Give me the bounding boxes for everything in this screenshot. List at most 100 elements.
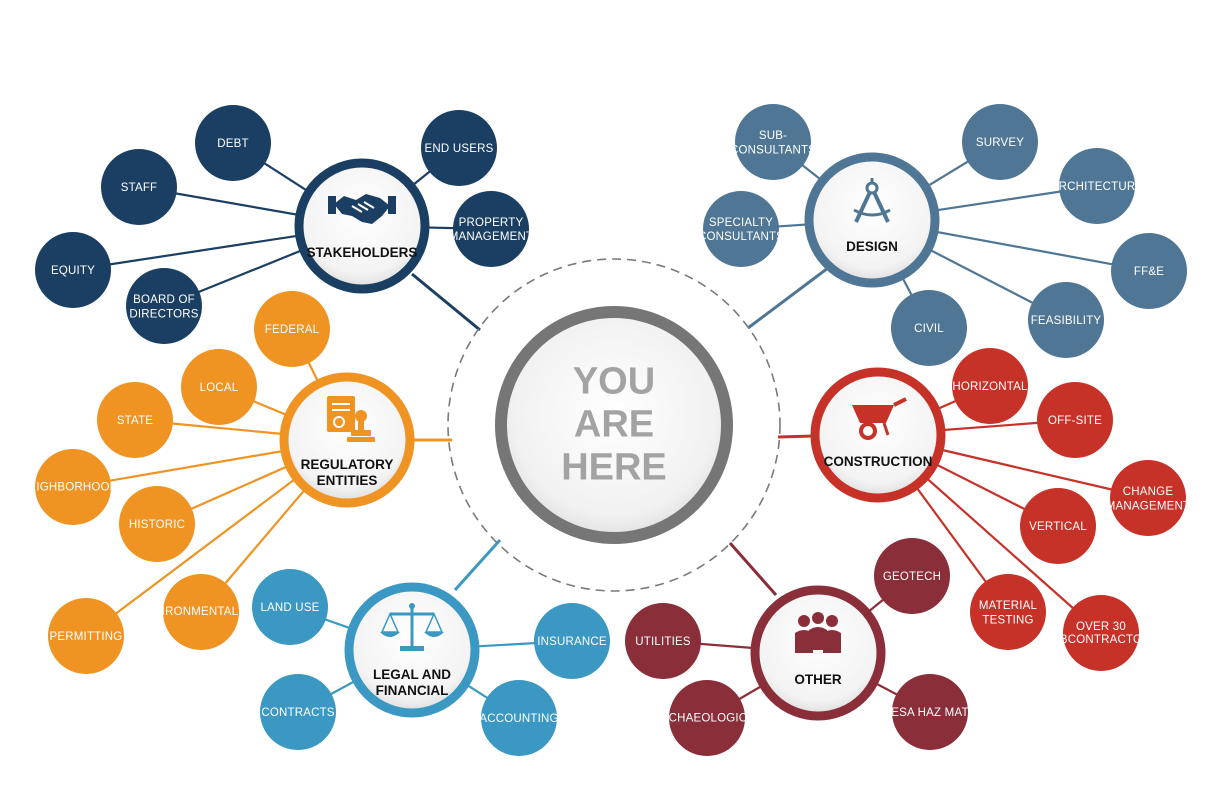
other-node-label: ESA HAZ MAT [891, 707, 968, 719]
construction-node-label: MATERIAL [979, 600, 1038, 612]
stakeholders-node-label: DIRECTORS [129, 308, 198, 320]
construction-node-circle [1020, 488, 1096, 564]
design-node-circle [962, 104, 1038, 180]
design-node-circle [891, 290, 967, 366]
regulatory-node: ENVIRONMENTALISTS [137, 574, 264, 650]
legal-node: CONTRACTS [260, 674, 336, 750]
regulatory-node-circle [254, 291, 330, 367]
stakeholders-node-circle [126, 268, 202, 344]
regulatory-node-circle [48, 598, 124, 674]
construction-node-label: VERTICAL [1029, 521, 1087, 533]
legal-node-label: LAND USE [260, 602, 319, 614]
design-node-circle [1059, 148, 1135, 224]
legal-node: ACCOUNTING [479, 680, 558, 756]
legal-node: LAND USE [252, 569, 328, 645]
other-node: ESA HAZ MAT [891, 674, 968, 750]
construction-node-circle [1037, 382, 1113, 458]
construction-node-label: OFF-SITE [1048, 415, 1102, 427]
design-hub-circle [804, 152, 940, 288]
dashed-boundary-ring [447, 258, 781, 592]
regulatory-hub-label: REGULATORY [301, 457, 394, 472]
satellite-nodes: DEBT STAFF EQUITY BOARD OF DIRECTORS END USER… [20, 104, 1190, 756]
legal-node-circle [260, 674, 336, 750]
stakeholders-node: END USERS [421, 110, 497, 186]
design-node: FF&E [1111, 233, 1187, 309]
design-node-circle [703, 191, 779, 267]
design-node-label: SURVEY [976, 137, 1024, 149]
handshake-icon [328, 194, 396, 224]
stakeholders-node-label: BOARD OF [133, 294, 195, 306]
regulatory-node-circle [119, 486, 195, 562]
regulatory-node: HISTORIC [119, 486, 195, 562]
scales-icon [380, 603, 444, 651]
regulatory-node-circle [97, 382, 173, 458]
stakeholders-node-circle [453, 191, 529, 267]
design-node-circle [1028, 282, 1104, 358]
you-are-here-text: HERE [561, 447, 667, 489]
legal-node-circle [534, 603, 610, 679]
design-node-label: FEASIBILITY [1031, 315, 1102, 327]
stakeholders-node: BOARD OF DIRECTORS [126, 268, 202, 344]
legal-to-center-connector [453, 538, 502, 592]
construction-node-circle [970, 574, 1046, 650]
construction-node: HORIZONTAL [952, 348, 1028, 424]
construction-node: OFF-SITE [1037, 382, 1113, 458]
regulatory-hub-label: ENTITIES [317, 473, 378, 488]
design-node-label: SUB- [759, 130, 787, 142]
other-node-label: GEOTECH [883, 571, 941, 583]
you-are-here-text: ARE [574, 404, 654, 446]
construction-hub-label: CONSTRUCTION [824, 454, 933, 469]
other-hub-circle [750, 585, 886, 721]
design-node: SURVEY [962, 104, 1038, 180]
other-hub-label: OTHER [794, 672, 842, 687]
stakeholders-node: STAFF [101, 149, 177, 225]
stakeholders-node-circle [35, 232, 111, 308]
regulatory-node: STATE [97, 382, 173, 458]
regulatory-node-label: NEIGHBORHOODS [20, 482, 126, 494]
stakeholders-node-circle [195, 105, 271, 181]
stakeholders-node: DEBT [195, 105, 271, 181]
construction-node-label: SUBCONTRACTORS [1043, 634, 1158, 646]
legal-node-label: ACCOUNTING [479, 713, 558, 725]
stakeholders-node-label: MANAGEMENT [449, 231, 533, 243]
construction-node-circle [952, 348, 1028, 424]
drafting-compass-icon [853, 178, 891, 223]
regulatory-node-label: FEDERAL [265, 324, 320, 336]
other-hub: OTHER [750, 585, 886, 721]
permit-document-icon [327, 396, 375, 442]
design-node: ARCHITECTURE [1051, 148, 1144, 224]
center-circle [495, 306, 733, 544]
legal-node-circle [481, 680, 557, 756]
stakeholders-node: EQUITY [35, 232, 111, 308]
construction-node-circle [1063, 595, 1139, 671]
you-are-here-text: YOU [573, 361, 655, 403]
regulatory-node-label: STATE [117, 415, 153, 427]
regulatory-node: LOCAL [181, 349, 257, 425]
other-node: GEOTECH [874, 538, 950, 614]
design-hub-label: DESIGN [846, 239, 898, 254]
design-node-label: CIVIL [914, 323, 944, 335]
stakeholders-node-label: STAFF [121, 182, 158, 194]
other-node-label: UTILITIES [635, 636, 691, 648]
regulatory-node-circle [181, 349, 257, 425]
design-hub: DESIGN [804, 152, 940, 288]
regulatory-node-circle [35, 449, 111, 525]
regulatory-node-label: PERMITTING [50, 631, 123, 643]
construction-node-label: HORIZONTAL [952, 381, 1028, 393]
design-node-label: ARCHITECTURE [1051, 181, 1144, 193]
stakeholders-to-center-connector [411, 272, 481, 332]
legal-node: INSURANCE [534, 603, 610, 679]
construction-node-label: OVER 30 [1076, 621, 1126, 633]
regulatory-node: NEIGHBORHOODS [20, 449, 126, 525]
stakeholders-node-label: DEBT [217, 138, 248, 150]
stakeholders-hub: STAKEHOLDERS [294, 158, 430, 294]
regulatory-node-label: HISTORIC [129, 519, 185, 531]
design-node-circle [1111, 233, 1187, 309]
